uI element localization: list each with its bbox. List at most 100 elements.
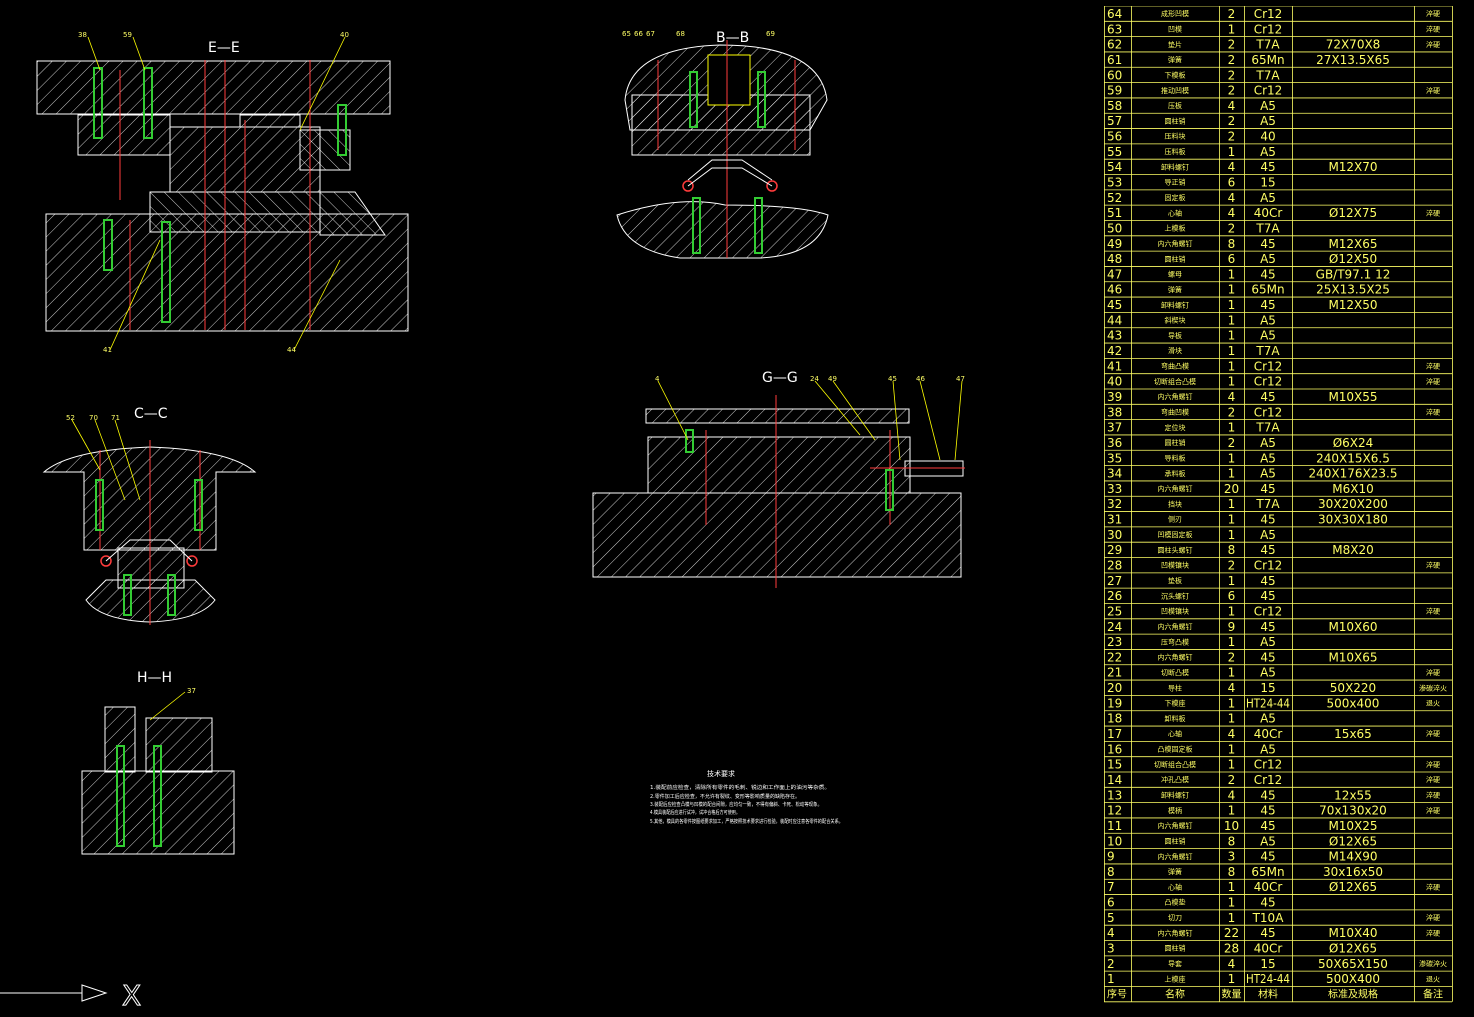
bom-cell-index: 39 (1107, 390, 1122, 404)
bom-cell-name: 弹簧 (1168, 867, 1182, 876)
bom-cell-qty: 9 (1228, 620, 1236, 634)
bom-cell-index: 2 (1107, 957, 1115, 971)
bom-cell-material: A5 (1260, 114, 1276, 128)
section-hh-title: H—H (137, 670, 172, 686)
bom-cell-index: 33 (1107, 482, 1122, 496)
bom-cell-index: 62 (1107, 38, 1122, 52)
tech-requirements-line: 3.装配后应检查凸模与凹模的配合间隙，应均匀一致，不得有偏斜、卡死、松动等现象。 (650, 801, 822, 808)
bom-cell-spec: Ø12X75 (1329, 206, 1377, 220)
bom-cell-name: 卸料螺钉 (1161, 791, 1189, 800)
bom-cell-spec: Ø12X65 (1329, 834, 1377, 848)
bom-cell-material: Cr12 (1254, 7, 1283, 21)
bom-cell-name: 内六角螺钉 (1158, 928, 1193, 937)
bom-cell-name: 下模座 (1165, 699, 1186, 708)
bom-cell-note: 淬硬 (1426, 377, 1440, 386)
bom-cell-qty: 1 (1228, 758, 1236, 772)
bom-cell-material: 45 (1260, 543, 1275, 557)
bom-cell-qty: 22 (1224, 926, 1239, 940)
bom-cell-material: Cr12 (1254, 773, 1283, 787)
bom-cell-name: 凹模 (1168, 25, 1182, 34)
bom-cell-index: 24 (1107, 620, 1122, 634)
bom-cell-name: 导柱 (1168, 683, 1182, 692)
bom-cell-material: 45 (1260, 513, 1275, 527)
bom-cell-name: 侧刃 (1168, 515, 1182, 524)
bom-cell-material: Cr12 (1254, 758, 1283, 772)
cc-callout-71: 71 (111, 414, 120, 422)
bom-cell-name: 承料板 (1165, 469, 1186, 478)
bom-cell-note: 渗碳淬火 (1419, 683, 1447, 692)
bom-cell-spec: 50X65X150 (1318, 957, 1388, 971)
bom-cell-note: 淬硬 (1426, 928, 1440, 937)
bom-cell-index: 6 (1107, 896, 1115, 910)
bom-cell-material: 40Cr (1254, 727, 1283, 741)
bom-cell-name: 压板 (1168, 101, 1182, 110)
bom-cell-spec: 500X400 (1326, 972, 1380, 986)
bom-cell-material: Cr12 (1254, 22, 1283, 36)
bom-cell-qty: 1 (1228, 696, 1236, 710)
bom-cell-material: HT24-44 (1246, 696, 1290, 710)
bom-cell-name: 卸料板 (1165, 714, 1186, 723)
bom-cell-name: 导正销 (1165, 178, 1186, 187)
bom-cell-material: A5 (1260, 834, 1276, 848)
bom-cell-index: 32 (1107, 497, 1122, 511)
bom-cell-material: 45 (1260, 804, 1275, 818)
bom-cell-material: 40Cr (1254, 880, 1283, 894)
bom-cell-material: 15 (1260, 176, 1275, 190)
bom-header-cell: 材料 (1258, 988, 1278, 1001)
bom-cell-qty: 2 (1228, 773, 1236, 787)
bom-cell-material: 65Mn (1251, 53, 1284, 67)
bom-cell-qty: 1 (1228, 574, 1236, 588)
bom-cell-qty: 1 (1228, 145, 1236, 159)
bom-cell-spec: M6X10 (1332, 482, 1373, 496)
bom-header-cell: 序号 (1107, 988, 1127, 1001)
bom-cell-name: 心轴 (1168, 208, 1182, 217)
bom-cell-material: T7A (1255, 344, 1280, 358)
bom-cell-note: 淬硬 (1426, 40, 1440, 49)
bom-cell-index: 48 (1107, 252, 1122, 266)
bom-cell-qty: 4 (1228, 788, 1236, 802)
bom-cell-spec: M10X40 (1328, 926, 1377, 940)
bom-cell-index: 21 (1107, 666, 1122, 680)
bom-cell-index: 9 (1107, 850, 1115, 864)
bom-cell-name: 螺母 (1168, 270, 1182, 279)
bom-cell-qty: 2 (1228, 405, 1236, 419)
bom-cell-name: 内六角螺钉 (1158, 239, 1193, 248)
cad-drawing-area: E—E (0, 30, 965, 1013)
bom-cell-index: 46 (1107, 283, 1122, 297)
ee-callout-41: 41 (103, 346, 112, 354)
bom-cell-name: 凹模镶块 (1161, 561, 1189, 570)
bom-cell-note: 淬硬 (1426, 408, 1440, 417)
tech-requirements-line: 5.其他，模具的各零件按图纸要求加工，严格按照技术要求进行检验，装配时应注意各零… (650, 818, 843, 825)
bom-cell-material: Cr12 (1254, 405, 1283, 419)
bom-cell-name: 内六角螺钉 (1158, 653, 1193, 662)
bom-cell-material: A5 (1260, 712, 1276, 726)
bom-cell-spec: 30x16x50 (1323, 865, 1383, 879)
bom-cell-material: 40 (1260, 130, 1275, 144)
bom-cell-index: 14 (1107, 773, 1122, 787)
bom-cell-qty: 1 (1228, 635, 1236, 649)
bom-cell-index: 19 (1107, 696, 1122, 710)
ee-callout-40: 40 (340, 31, 349, 39)
bom-cell-material: A5 (1260, 451, 1276, 465)
bom-cell-qty: 8 (1228, 237, 1236, 251)
bom-cell-name: 凸模固定板 (1158, 745, 1193, 754)
bom-cell-name: 垫片 (1168, 40, 1182, 49)
bom-cell-qty: 1 (1228, 497, 1236, 511)
ucs-axis-icon: X (0, 979, 142, 1013)
bom-cell-index: 31 (1107, 513, 1122, 527)
bom-cell-index: 25 (1107, 604, 1122, 618)
bom-cell-index: 7 (1107, 880, 1115, 894)
bom-cell-material: A5 (1260, 742, 1276, 756)
bom-cell-material: A5 (1260, 99, 1276, 113)
bom-cell-qty: 2 (1228, 68, 1236, 82)
bom-cell-qty: 4 (1228, 681, 1236, 695)
bom-cell-note: 渗碳淬火 (1419, 959, 1447, 968)
bom-cell-name: 内六角螺钉 (1158, 821, 1193, 830)
tech-requirements-line: 4.模具装配后应进行试冲，试冲合格后方可使用。 (650, 809, 740, 816)
bom-cell-note: 淬硬 (1426, 806, 1440, 815)
bom-cell-material: 15 (1260, 957, 1275, 971)
bom-cell-index: 64 (1107, 7, 1122, 21)
bom-cell-qty: 6 (1228, 589, 1236, 603)
bom-cell-note: 淬硬 (1426, 668, 1440, 677)
